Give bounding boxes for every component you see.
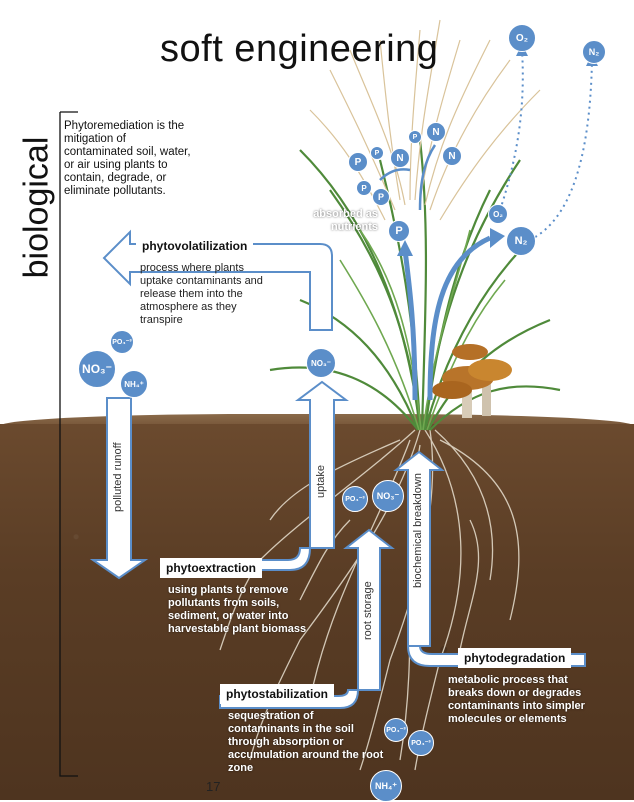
phytovolatilization-desc: process where plants uptake contaminants… [140, 262, 276, 327]
nutrient-bubble: P [356, 180, 372, 196]
po4-runoff-bubble: PO₄⁻³ [110, 330, 134, 354]
po4-root-bubble: PO₄⁻³ [342, 486, 368, 512]
nutrient-bubble: P [348, 152, 368, 172]
o2-small-bubble: O₂ [488, 204, 508, 224]
nh4-low-bubble: NH₄⁺ [370, 770, 402, 802]
nh4-runoff-bubble: NH₄⁺ [120, 370, 148, 398]
po4-low-bubble-1: PO₄⁻³ [384, 718, 408, 742]
no3-root-bubble: NO₃⁻ [372, 480, 404, 512]
bracket-line [60, 112, 78, 776]
uptake-label: uptake [315, 465, 327, 498]
phytostabilization-label: phytostabilization [220, 684, 334, 704]
phytostabilization-desc: sequestration of contaminants in the soi… [228, 710, 388, 775]
biochemical-breakdown-label: biochemical breakdown [412, 473, 424, 588]
root-storage-label: root storage [362, 581, 374, 640]
phytodegradation-label: phytodegradation [458, 648, 571, 668]
no3-stem-bubble: NO₃⁻ [306, 348, 336, 378]
mushrooms [432, 344, 512, 418]
po4-low-bubble-2: PO₄⁻³ [408, 730, 434, 756]
no3-runoff-bubble: NO₃⁻ [78, 350, 116, 388]
side-label: biological [18, 123, 57, 293]
nutrient-bubble: P [408, 130, 422, 144]
nutrient-bubble: P [388, 220, 410, 242]
nutrient-bubble: N [426, 122, 446, 142]
n2-large-bubble: N₂ [506, 226, 536, 256]
o2-bubble: O₂ [508, 24, 536, 52]
nutrient-bubble: P [370, 146, 384, 160]
phytovolatilization-label: phytovolatilization [136, 236, 253, 256]
nutrient-bubble: N [390, 148, 410, 168]
intro-text: Phytoremediation is the mitigation of co… [64, 120, 194, 198]
n2-bubble: N₂ [582, 40, 606, 64]
gas-paths [500, 50, 592, 240]
page-number: 17 [206, 779, 220, 794]
absorbed-label: absorbed as nutrients [288, 208, 378, 234]
phytoextraction-label: phytoextraction [160, 558, 262, 578]
nutrient-bubble: P [372, 188, 390, 206]
phytodegradation-desc: metabolic process that breaks down or de… [448, 674, 588, 726]
polluted-runoff-label: polluted runoff [112, 442, 124, 512]
nutrient-bubble: N [442, 146, 462, 166]
page-title: soft engineering [160, 28, 438, 71]
phytoextraction-desc: using plants to remove pollutants from s… [168, 584, 318, 636]
